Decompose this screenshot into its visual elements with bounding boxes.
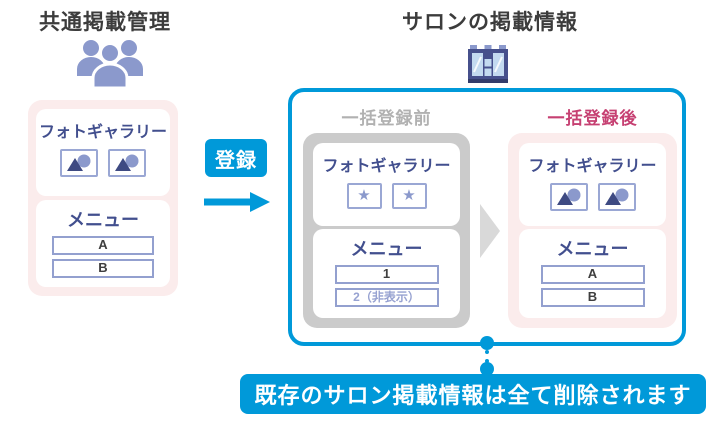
salon-panel-title: サロンの掲載情報 [402, 11, 578, 34]
after-bulk-label: 一括登録後 [547, 109, 638, 128]
salon-info-container: 一括登録前 フォトギャラリー ★ ★ メニュー 1 2（非表示） 一括登録後 フ… [288, 88, 686, 346]
photo-thumbnail-icon [597, 183, 636, 211]
photo-thumbnail-icon [549, 183, 588, 211]
menu-card-title: メニュー [67, 210, 139, 230]
menu-card-title: メニュー [556, 239, 629, 259]
after-state-container: フォトギャラリー メニュー A B [508, 133, 677, 328]
menu-item-bar: A [52, 236, 154, 255]
left-gallery-card: フォトギャラリー [36, 109, 170, 196]
left-panel-container: フォトギャラリー メニュー A B [28, 100, 178, 296]
storefront-icon [468, 45, 508, 83]
gallery-card-title: フォトギャラリー [528, 158, 657, 175]
thumbnail-row [36, 149, 170, 177]
photo-thumbnail-icon [60, 149, 98, 177]
before-state-container: フォトギャラリー ★ ★ メニュー 1 2（非表示） [303, 133, 470, 328]
thumbnail-row [519, 183, 666, 211]
people-group-icon [77, 40, 143, 88]
left-panel-title: 共通掲載管理 [39, 11, 171, 34]
gallery-card-title: フォトギャラリー [322, 158, 451, 175]
before-menu-card: メニュー 1 2（非表示） [313, 229, 460, 318]
gallery-card-title: フォトギャラリー [38, 124, 167, 141]
before-bulk-label: 一括登録前 [341, 109, 432, 128]
connector-dotted-line [485, 350, 489, 363]
register-button: 登録 [205, 139, 267, 177]
star-icon: ★ [391, 183, 427, 209]
connector-dot [480, 336, 494, 350]
after-menu-card: メニュー A B [519, 229, 666, 318]
menu-item-bar: 1 [334, 265, 439, 284]
menu-item-bar: A [540, 265, 645, 284]
deletion-note-banner: 既存のサロン掲載情報は全て削除されます [240, 374, 706, 414]
left-menu-card: メニュー A B [36, 200, 170, 287]
menu-item-bar-hidden: 2（非表示） [334, 288, 439, 307]
photo-thumbnail-icon [108, 149, 146, 177]
before-gallery-card: フォトギャラリー ★ ★ [313, 143, 460, 226]
right-arrow-icon [204, 192, 270, 212]
menu-card-title: メニュー [350, 239, 423, 259]
after-gallery-card: フォトギャラリー [519, 143, 666, 226]
star-row: ★ ★ [313, 183, 460, 209]
menu-item-bar: B [52, 259, 154, 278]
menu-item-bar: B [540, 288, 645, 307]
connector-dot [480, 362, 494, 376]
chevron-right-icon [480, 204, 500, 258]
star-icon: ★ [346, 183, 382, 209]
